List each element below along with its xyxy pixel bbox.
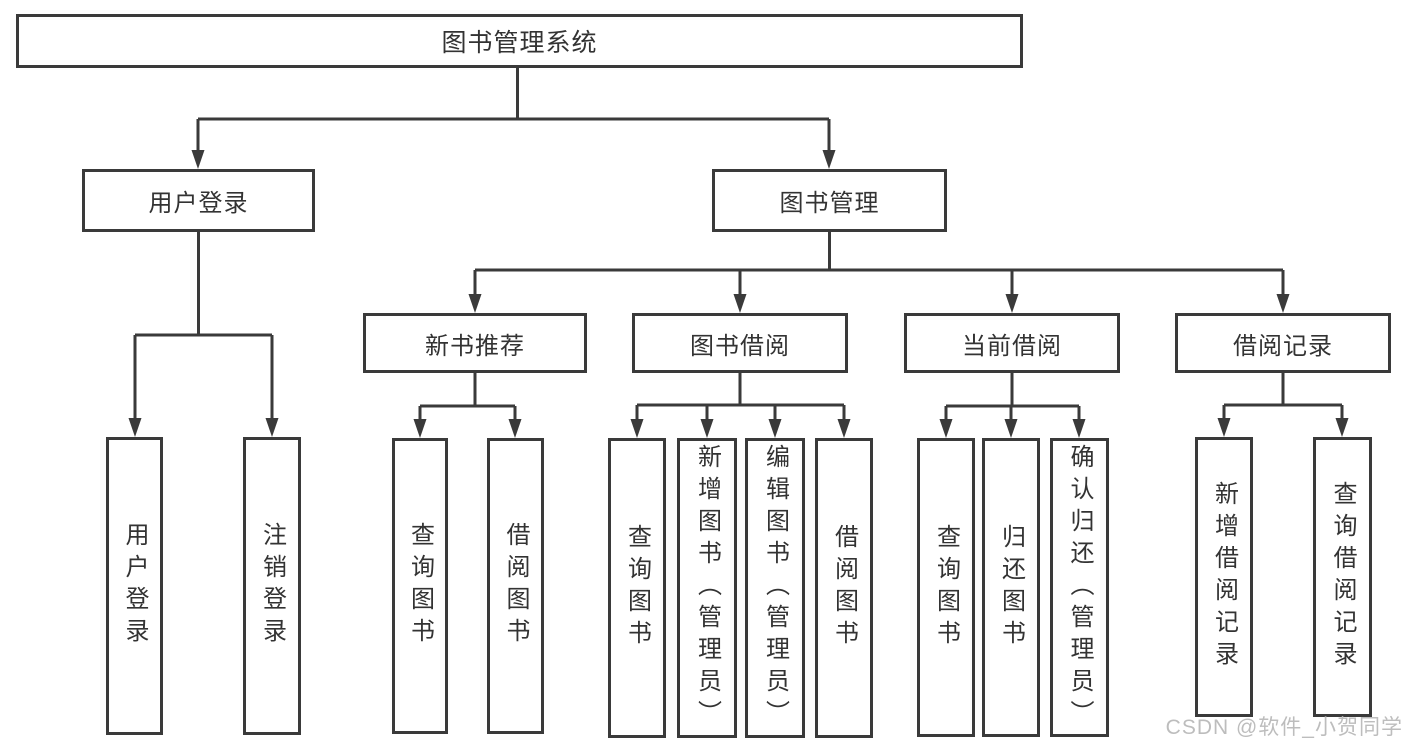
node-logout: 注销登录: [243, 437, 301, 735]
node-borrow-book-2: 借阅图书: [815, 438, 873, 738]
node-new-book-recommend: 新书推荐: [363, 313, 587, 373]
node-query-book-1: 查询图书: [392, 438, 448, 734]
node-borrow-book-1: 借阅图书: [487, 438, 544, 734]
node-add-borrow-record: 新增借阅记录: [1195, 437, 1253, 717]
node-book-management: 图书管理: [712, 169, 947, 232]
node-query-book-3: 查询图书: [917, 438, 975, 737]
node-borrow-record: 借阅记录: [1175, 313, 1391, 373]
node-query-borrow-record: 查询借阅记录: [1313, 437, 1372, 717]
node-user-login-leaf: 用户登录: [106, 437, 163, 735]
node-add-book-admin: 新增图书（管理员）: [677, 438, 737, 738]
arrowheads: [128, 150, 1349, 438]
node-library-management-system: 图书管理系统: [16, 14, 1023, 68]
csdn-watermark: CSDN @软件_小贺同学: [1165, 716, 1403, 739]
node-confirm-return-admin: 确认归还（管理员）: [1050, 438, 1109, 737]
node-edit-book-admin: 编辑图书（管理员）: [745, 438, 805, 738]
node-query-book-2: 查询图书: [608, 438, 666, 738]
node-user-login: 用户登录: [82, 169, 315, 232]
node-current-borrow: 当前借阅: [904, 313, 1120, 373]
node-book-borrow: 图书借阅: [632, 313, 848, 373]
node-return-book: 归还图书: [982, 438, 1040, 737]
